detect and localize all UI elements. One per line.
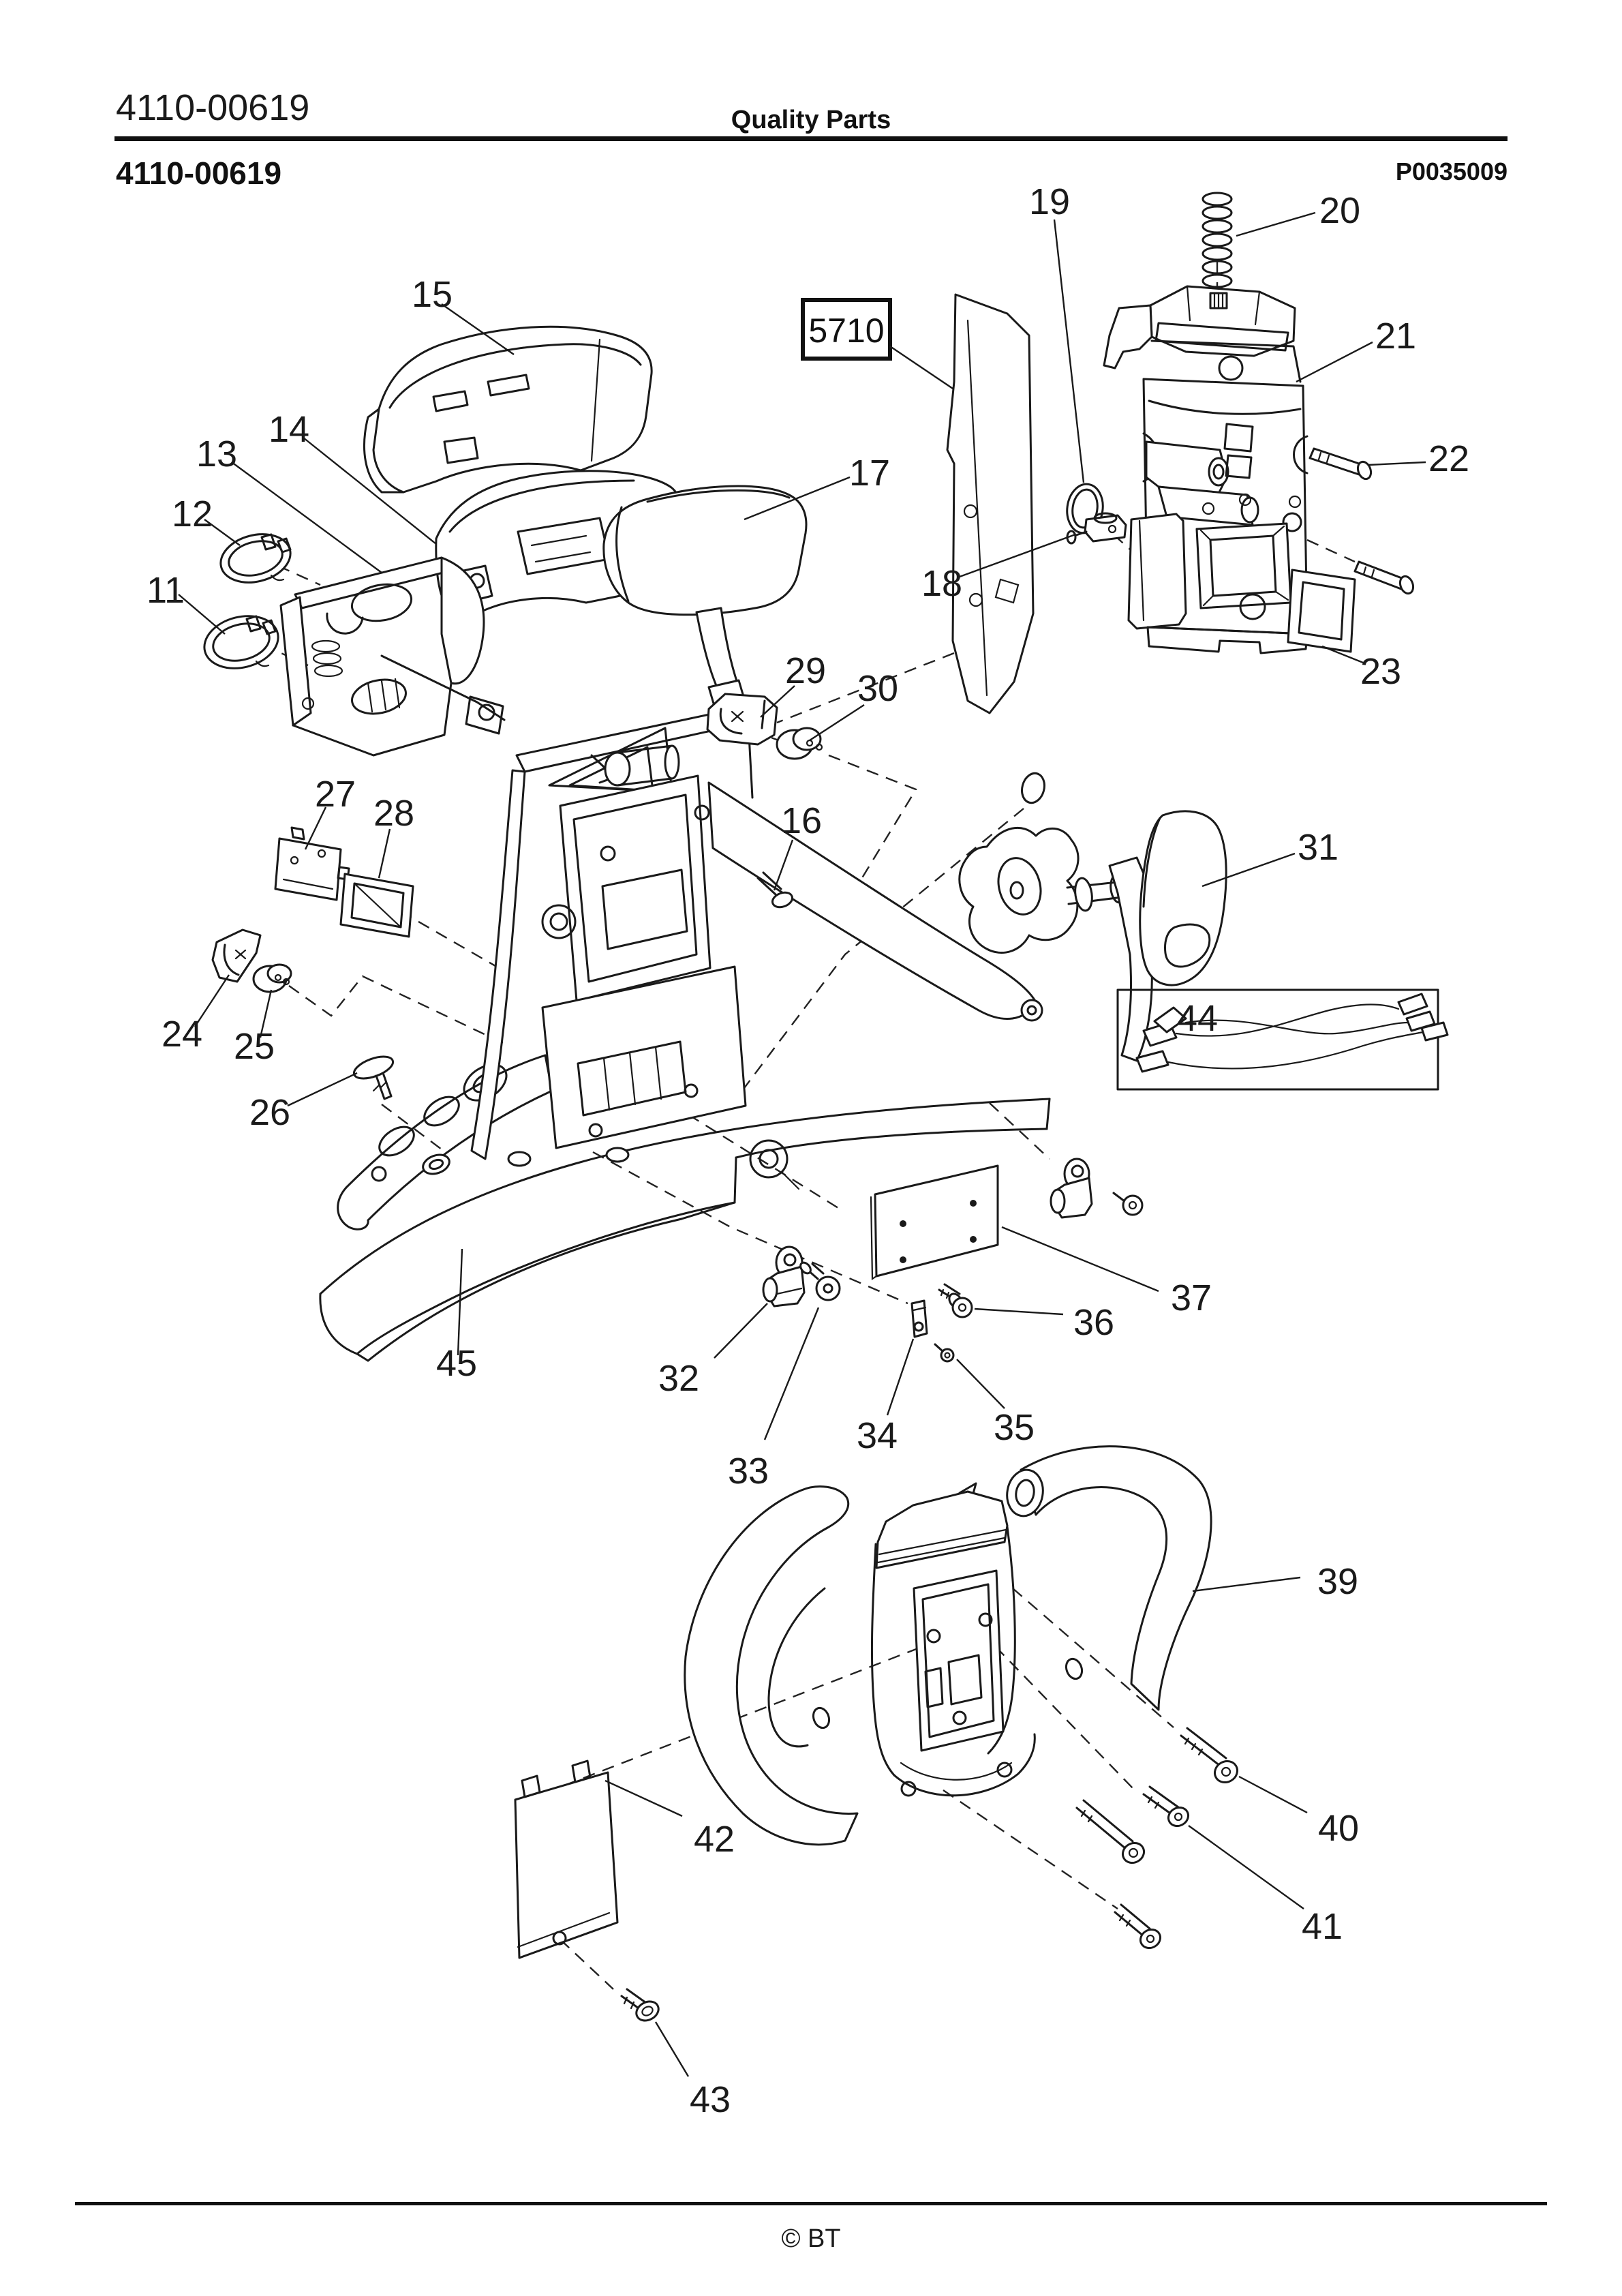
part-21-housing	[1103, 285, 1309, 654]
callout-19: 19	[1029, 181, 1070, 222]
callout-21: 21	[1375, 316, 1416, 357]
callout-36: 36	[1073, 1302, 1114, 1343]
part-11-grommet	[203, 615, 279, 669]
callout-41: 41	[1302, 1906, 1343, 1947]
header-doc-number: 4110-00619	[116, 87, 309, 128]
part-23-frame	[1287, 569, 1356, 653]
header-title: Quality Parts	[731, 106, 891, 134]
part-28-frame-pad	[339, 873, 414, 938]
part-17-pad	[602, 485, 808, 712]
callout-37: 37	[1171, 1278, 1212, 1318]
part-29-clip	[706, 693, 778, 746]
callout-labels: 11 12 13 14 15 16 17 18 19 20 21 22 23 2…	[147, 181, 1469, 2120]
header-rule	[114, 136, 1508, 141]
figure-number: 4110-00619	[116, 155, 281, 191]
callout-18: 18	[921, 563, 962, 604]
part-18-clamp	[1066, 512, 1127, 545]
part-13-lower-shell	[279, 556, 506, 757]
callout-44: 44	[1177, 998, 1218, 1039]
central-column-assembly	[470, 706, 1043, 1167]
part-24-bracket	[211, 928, 262, 983]
part-15-top-cover	[363, 325, 653, 494]
callout-35: 35	[994, 1407, 1035, 1448]
callout-16: 16	[781, 800, 822, 841]
right-clamp-and-screw	[1050, 1158, 1144, 1219]
callout-42: 42	[694, 1819, 735, 1860]
callout-22: 22	[1428, 438, 1469, 479]
part-16-pin	[756, 871, 794, 909]
part-32-clamp	[762, 1245, 806, 1308]
boxed-ref-5710: 5710	[801, 298, 892, 361]
callout-30: 30	[857, 668, 898, 709]
callout-40: 40	[1318, 1808, 1359, 1849]
part-37-plate	[870, 1164, 999, 1281]
part-36-bolt	[938, 1283, 973, 1318]
callout-24: 24	[162, 1014, 202, 1055]
part-44-harness	[1116, 988, 1449, 1091]
callout-32: 32	[658, 1358, 699, 1399]
part-39-handle-assembly	[684, 1445, 1212, 1846]
callout-28: 28	[373, 793, 414, 834]
part-5710-pcb	[946, 293, 1035, 714]
callout-20: 20	[1319, 190, 1360, 231]
part-34-clip	[911, 1299, 928, 1338]
callout-34: 34	[857, 1415, 898, 1456]
part-30-bushing	[776, 727, 823, 760]
part-40-41-bolts	[1075, 1727, 1239, 1950]
leader-lines	[178, 211, 1426, 2077]
assembly-axis-lines	[262, 262, 1356, 1990]
part-22-pin	[1309, 447, 1415, 595]
page-footer: © BT	[75, 2202, 1547, 2253]
callout-23: 23	[1360, 651, 1401, 692]
part-31-knob-assembly	[958, 772, 1227, 1062]
part-35-screw	[934, 1343, 955, 1363]
page-header: 4110-00619 Quality Parts 4110-00619 P003…	[114, 87, 1508, 191]
photo-ref: P0035009	[1396, 157, 1508, 185]
callout-17: 17	[849, 453, 890, 494]
callout-33: 33	[728, 1451, 769, 1492]
callout-45: 45	[436, 1343, 477, 1384]
part-25-bushing	[252, 963, 292, 993]
callout-27: 27	[315, 774, 356, 815]
callout-39: 39	[1317, 1561, 1358, 1602]
callout-15: 15	[412, 274, 453, 315]
footer-copyright: © BT	[781, 2224, 840, 2253]
callout-43: 43	[690, 2079, 731, 2120]
callout-29: 29	[785, 650, 826, 691]
part-27-plate	[274, 826, 350, 901]
callout-26: 26	[249, 1092, 290, 1133]
harness-box	[1116, 988, 1439, 1091]
footer-rule	[75, 2202, 1547, 2205]
part-43-screw	[620, 1988, 660, 2022]
boxed-ref-label: 5710	[808, 312, 884, 350]
callout-11: 11	[147, 570, 185, 611]
callout-25: 25	[234, 1026, 275, 1067]
callout-14: 14	[269, 409, 309, 450]
part-26-push-pin	[352, 1055, 395, 1100]
callout-31: 31	[1298, 827, 1338, 868]
part-33-screw	[799, 1261, 841, 1301]
part-42-plate	[514, 1759, 619, 1959]
callout-13: 13	[196, 434, 237, 474]
part-12-grommet	[219, 533, 292, 584]
callout-12: 12	[172, 494, 213, 534]
